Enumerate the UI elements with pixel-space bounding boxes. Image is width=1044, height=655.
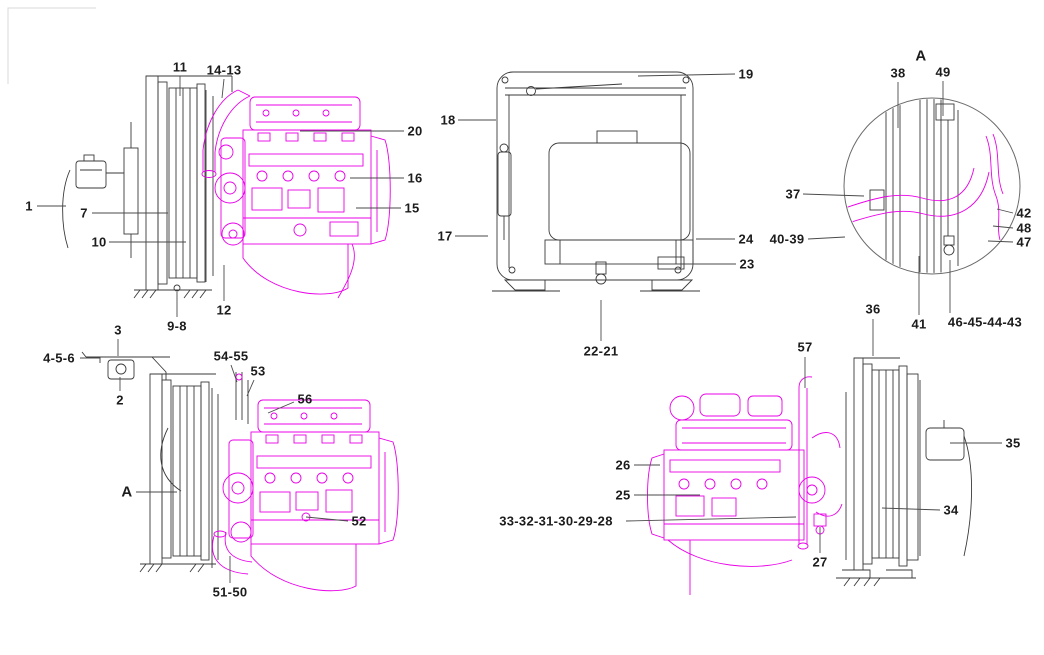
callout-upper-left-side-view-11: 11: [172, 59, 188, 75]
callout-detail-a-view-46-45-44-43: 46-45-44-43: [947, 314, 1023, 330]
callout-detail-a-view-38: 38: [890, 65, 906, 81]
callout-lower-right-side-view-35: 35: [1005, 435, 1021, 451]
callout-rear-view-24: 24: [738, 231, 754, 247]
callout-upper-left-side-view-15: 15: [404, 200, 420, 216]
callout-upper-left-side-view-9-8: 9-8: [167, 318, 187, 334]
callout-lower-right-side-view-26: 26: [615, 457, 631, 473]
callout-upper-left-side-view-10: 10: [91, 234, 107, 250]
callout-rear-view-18: 18: [440, 112, 456, 128]
callout-lower-left-side-view-2: 2: [116, 392, 124, 408]
callout-lower-left-side-view-53: 53: [250, 363, 266, 379]
callout-lower-right-side-view-34: 34: [943, 502, 959, 518]
callout-upper-left-side-view-12: 12: [216, 302, 232, 318]
callout-lower-right-side-view-36: 36: [865, 301, 881, 317]
callout-detail-a-view-41: 41: [911, 316, 927, 332]
callout-lower-right-side-view-57: 57: [797, 339, 813, 355]
callout-rear-view-40-39: 40-39: [769, 231, 805, 247]
callout-lower-left-side-view-52: 52: [351, 513, 367, 529]
callout-rear-view-23: 23: [739, 256, 755, 272]
callout-lower-left-side-view-51-50: 51-50: [212, 584, 248, 600]
callout-upper-left-side-view-7: 7: [80, 205, 88, 221]
callout-lower-left-side-view-4-5-6: 4-5-6: [43, 350, 75, 366]
callout-detail-a-view-47: 47: [1016, 234, 1032, 250]
callout-lower-right-side-view-25: 25: [615, 487, 631, 503]
callout-rear-view-17: 17: [437, 228, 453, 244]
callout-detail-a-view-48: 48: [1016, 220, 1032, 236]
callout-upper-left-side-view-20: 20: [407, 123, 423, 139]
callout-lower-left-side-view-3: 3: [114, 322, 122, 338]
callout-detail-a-view-A: A: [915, 47, 927, 65]
callout-lower-left-side-view-A: A: [121, 483, 133, 501]
callout-lower-right-side-view-27: 27: [812, 554, 828, 570]
callout-lower-right-side-view-33-32-31-30-29-28: 33-32-31-30-29-28: [499, 513, 613, 529]
callout-detail-a-view-49: 49: [935, 64, 951, 80]
callout-upper-left-side-view-1: 1: [25, 198, 33, 214]
callout-upper-left-side-view-14-13: 14-13: [206, 62, 242, 78]
callout-detail-a-view-37: 37: [785, 186, 801, 202]
callout-rear-view-19: 19: [738, 66, 754, 82]
callout-detail-a-view-42: 42: [1016, 205, 1032, 221]
callout-lower-left-side-view-56: 56: [297, 391, 313, 407]
callout-rear-view-22-21: 22-21: [583, 343, 619, 359]
callout-upper-left-side-view-16: 16: [407, 170, 423, 186]
callout-lower-left-side-view-54-55: 54-55: [213, 348, 249, 364]
